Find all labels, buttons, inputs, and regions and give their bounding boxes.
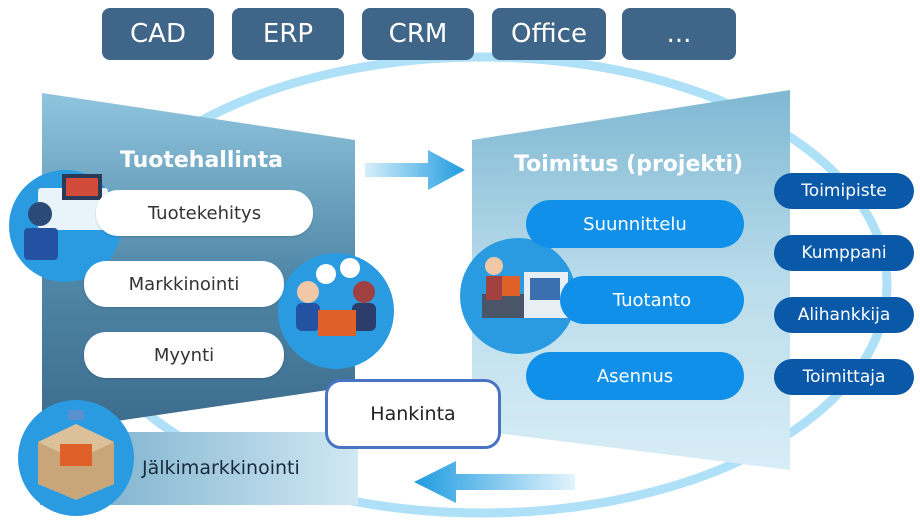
- system-office: Office: [492, 8, 606, 60]
- meeting-icon: [278, 253, 394, 369]
- left-panel-title: Tuotehallinta: [120, 148, 283, 173]
- system-erp: ERP: [232, 8, 344, 60]
- office-worker-icon: [9, 170, 121, 282]
- network-alihankkija: Alihankkija: [774, 297, 914, 333]
- item-myynti: Myynti: [84, 332, 284, 378]
- item-asennus: Asennus: [526, 352, 744, 400]
- system-crm: CRM: [362, 8, 474, 60]
- factory-machine-icon: [460, 238, 576, 354]
- hankinta-box: Hankinta: [325, 379, 501, 449]
- item-tuotekehitys: Tuotekehitys: [96, 190, 313, 236]
- network-kumppani: Kumppani: [774, 235, 914, 271]
- item-markkinointi: Markkinointi: [84, 261, 284, 307]
- aftermarket-label: Jälkimarkkinointi: [142, 457, 300, 479]
- right-panel-title: Toimitus (projekti): [514, 152, 744, 177]
- item-suunnittelu: Suunnittelu: [526, 200, 744, 248]
- network-toimittaja: Toimittaja: [774, 359, 914, 395]
- arrow-left: [414, 461, 575, 503]
- arrow-right: [365, 150, 465, 190]
- system-more: ...: [622, 8, 736, 60]
- system-cad: CAD: [102, 8, 214, 60]
- item-tuotanto: Tuotanto: [560, 276, 744, 324]
- network-toimipiste: Toimipiste: [774, 173, 914, 209]
- warehouse-icon: [18, 400, 134, 516]
